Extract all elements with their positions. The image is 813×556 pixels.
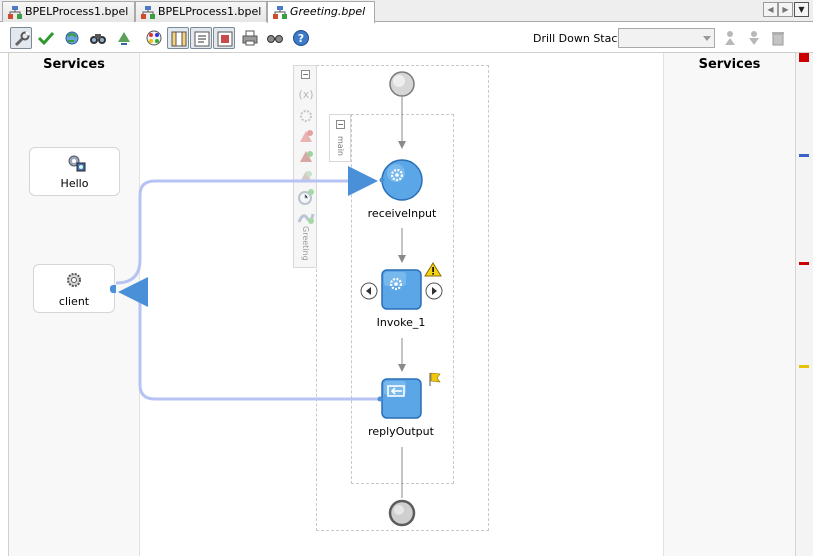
sequence-main-tab: − main	[329, 114, 351, 162]
svg-text:?: ?	[298, 32, 304, 45]
fault-handler-icon[interactable]	[298, 128, 314, 144]
picture-frame-icon	[217, 31, 233, 47]
receive-port[interactable]	[379, 177, 385, 183]
scope-name-label: Greeting	[301, 226, 310, 261]
expand-all-button[interactable]	[113, 27, 135, 49]
warning-marker[interactable]	[799, 365, 809, 368]
service-hello[interactable]: Hello	[29, 147, 120, 196]
trash-icon	[772, 32, 784, 46]
sequence-name-label: main	[336, 136, 345, 156]
find-button[interactable]	[87, 27, 109, 49]
tab-label: BPELProcess1.bpel	[25, 5, 129, 18]
bpel-file-icon	[141, 6, 155, 19]
gear-service-icon	[67, 273, 81, 287]
process-start-node[interactable]	[389, 71, 415, 97]
activity-invoke[interactable]	[381, 269, 422, 310]
tab-greeting[interactable]: Greeting.bpel	[267, 1, 375, 23]
invoke-left-port-icon[interactable]	[360, 282, 378, 300]
overview-ruler[interactable]	[795, 53, 813, 556]
tab-list-dropdown-icon[interactable]: ▼	[794, 2, 809, 17]
checkmark-icon	[37, 31, 55, 46]
event-handler-icon[interactable]	[298, 148, 314, 164]
document-list-icon	[194, 31, 210, 47]
editor-tab-bar: BPELProcess1.bpel BPELProcess1.bpel Gree…	[0, 0, 813, 23]
tab-label: BPELProcess1.bpel	[158, 5, 262, 18]
receive-gear-icon	[390, 168, 404, 182]
correlation-icon[interactable]	[297, 210, 315, 226]
partner-link-port[interactable]	[110, 285, 116, 293]
process-scope-outline	[316, 65, 489, 531]
right-lane-title: Services	[698, 57, 761, 72]
svg-text:(x): (x)	[298, 88, 313, 101]
invoke-right-port-icon[interactable]	[425, 282, 443, 300]
partner-link-receive[interactable]	[115, 166, 378, 285]
refresh-button[interactable]	[61, 27, 83, 49]
collapse-scope-icon[interactable]: −	[301, 70, 310, 79]
help-icon: ?	[293, 30, 309, 46]
web-service-icon	[68, 155, 86, 172]
scroll-tabs-left-icon[interactable]: ◀	[763, 2, 778, 17]
drill-down-button[interactable]	[743, 27, 765, 49]
scroll-tabs-right-icon[interactable]: ▶	[778, 2, 793, 17]
service-client[interactable]: client	[33, 264, 116, 313]
wrench-icon	[14, 31, 30, 47]
activity-reply-output[interactable]	[381, 378, 422, 419]
binoculars-icon	[90, 34, 106, 44]
tab-bpelprocess1-b[interactable]: BPELProcess1.bpel	[135, 1, 267, 22]
tab-label: Greeting.bpel	[290, 5, 366, 18]
left-lane-title: Services	[43, 57, 105, 72]
bpel-file-icon	[8, 6, 22, 19]
activity-label-reply: replyOutput	[368, 425, 434, 438]
help-button[interactable]: ?	[290, 27, 312, 49]
service-label: Hello	[60, 177, 89, 190]
printer-icon	[242, 30, 258, 46]
print-button[interactable]	[239, 27, 261, 49]
bpel-file-icon	[273, 6, 287, 19]
show-swimlanes-button[interactable]	[167, 27, 189, 49]
gear-icon[interactable]	[298, 108, 314, 124]
expand-icon	[118, 32, 130, 45]
activity-label-receive: receiveInput	[367, 207, 437, 220]
glasses-icon	[267, 35, 283, 43]
flag-icon[interactable]	[429, 372, 441, 386]
tab-bpelprocess1-a[interactable]: BPELProcess1.bpel	[2, 1, 135, 22]
error-marker[interactable]	[799, 53, 809, 62]
info-marker[interactable]	[799, 154, 809, 157]
activity-label-invoke: Invoke_1	[376, 316, 426, 329]
collapse-sequence-icon[interactable]: −	[336, 120, 345, 129]
invoke-gear-icon	[389, 277, 403, 291]
reply-port[interactable]	[377, 396, 383, 402]
drill-down-icon	[749, 31, 759, 45]
timer-icon[interactable]	[297, 188, 315, 206]
diagram-toolbar: ? Drill Down Stack:	[0, 23, 813, 53]
panels-icon	[171, 31, 187, 47]
left-services-lane: Services Hello client	[9, 53, 140, 556]
partner-link-reply[interactable]	[118, 277, 378, 401]
drill-up-icon	[725, 31, 735, 45]
globe-refresh-icon	[65, 31, 79, 45]
service-label: client	[58, 295, 90, 308]
validate-button[interactable]	[35, 27, 57, 49]
right-services-lane: Services	[663, 53, 795, 556]
color-palette-icon	[146, 30, 162, 46]
show-source-button[interactable]	[190, 27, 212, 49]
clear-stack-button[interactable]	[767, 27, 789, 49]
drill-down-stack-select[interactable]	[618, 28, 715, 48]
reply-arrow-icon	[387, 385, 405, 397]
drill-up-button[interactable]	[719, 27, 741, 49]
scope-toolbar: − (x) Greeting	[293, 65, 317, 268]
zoom-button[interactable]	[264, 27, 286, 49]
compensation-handler-icon[interactable]	[298, 168, 314, 184]
process-end-node[interactable]	[388, 499, 416, 527]
error-marker[interactable]	[799, 262, 809, 265]
palette-button[interactable]	[143, 27, 165, 49]
chevron-down-icon	[703, 36, 711, 41]
drill-down-stack-label: Drill Down Stack:	[533, 32, 628, 45]
print-preview-button[interactable]	[213, 27, 235, 49]
warning-icon[interactable]	[424, 262, 442, 277]
design-mode-button[interactable]	[10, 27, 32, 49]
variables-icon[interactable]: (x)	[297, 86, 315, 102]
activity-receive-input[interactable]	[381, 159, 423, 201]
